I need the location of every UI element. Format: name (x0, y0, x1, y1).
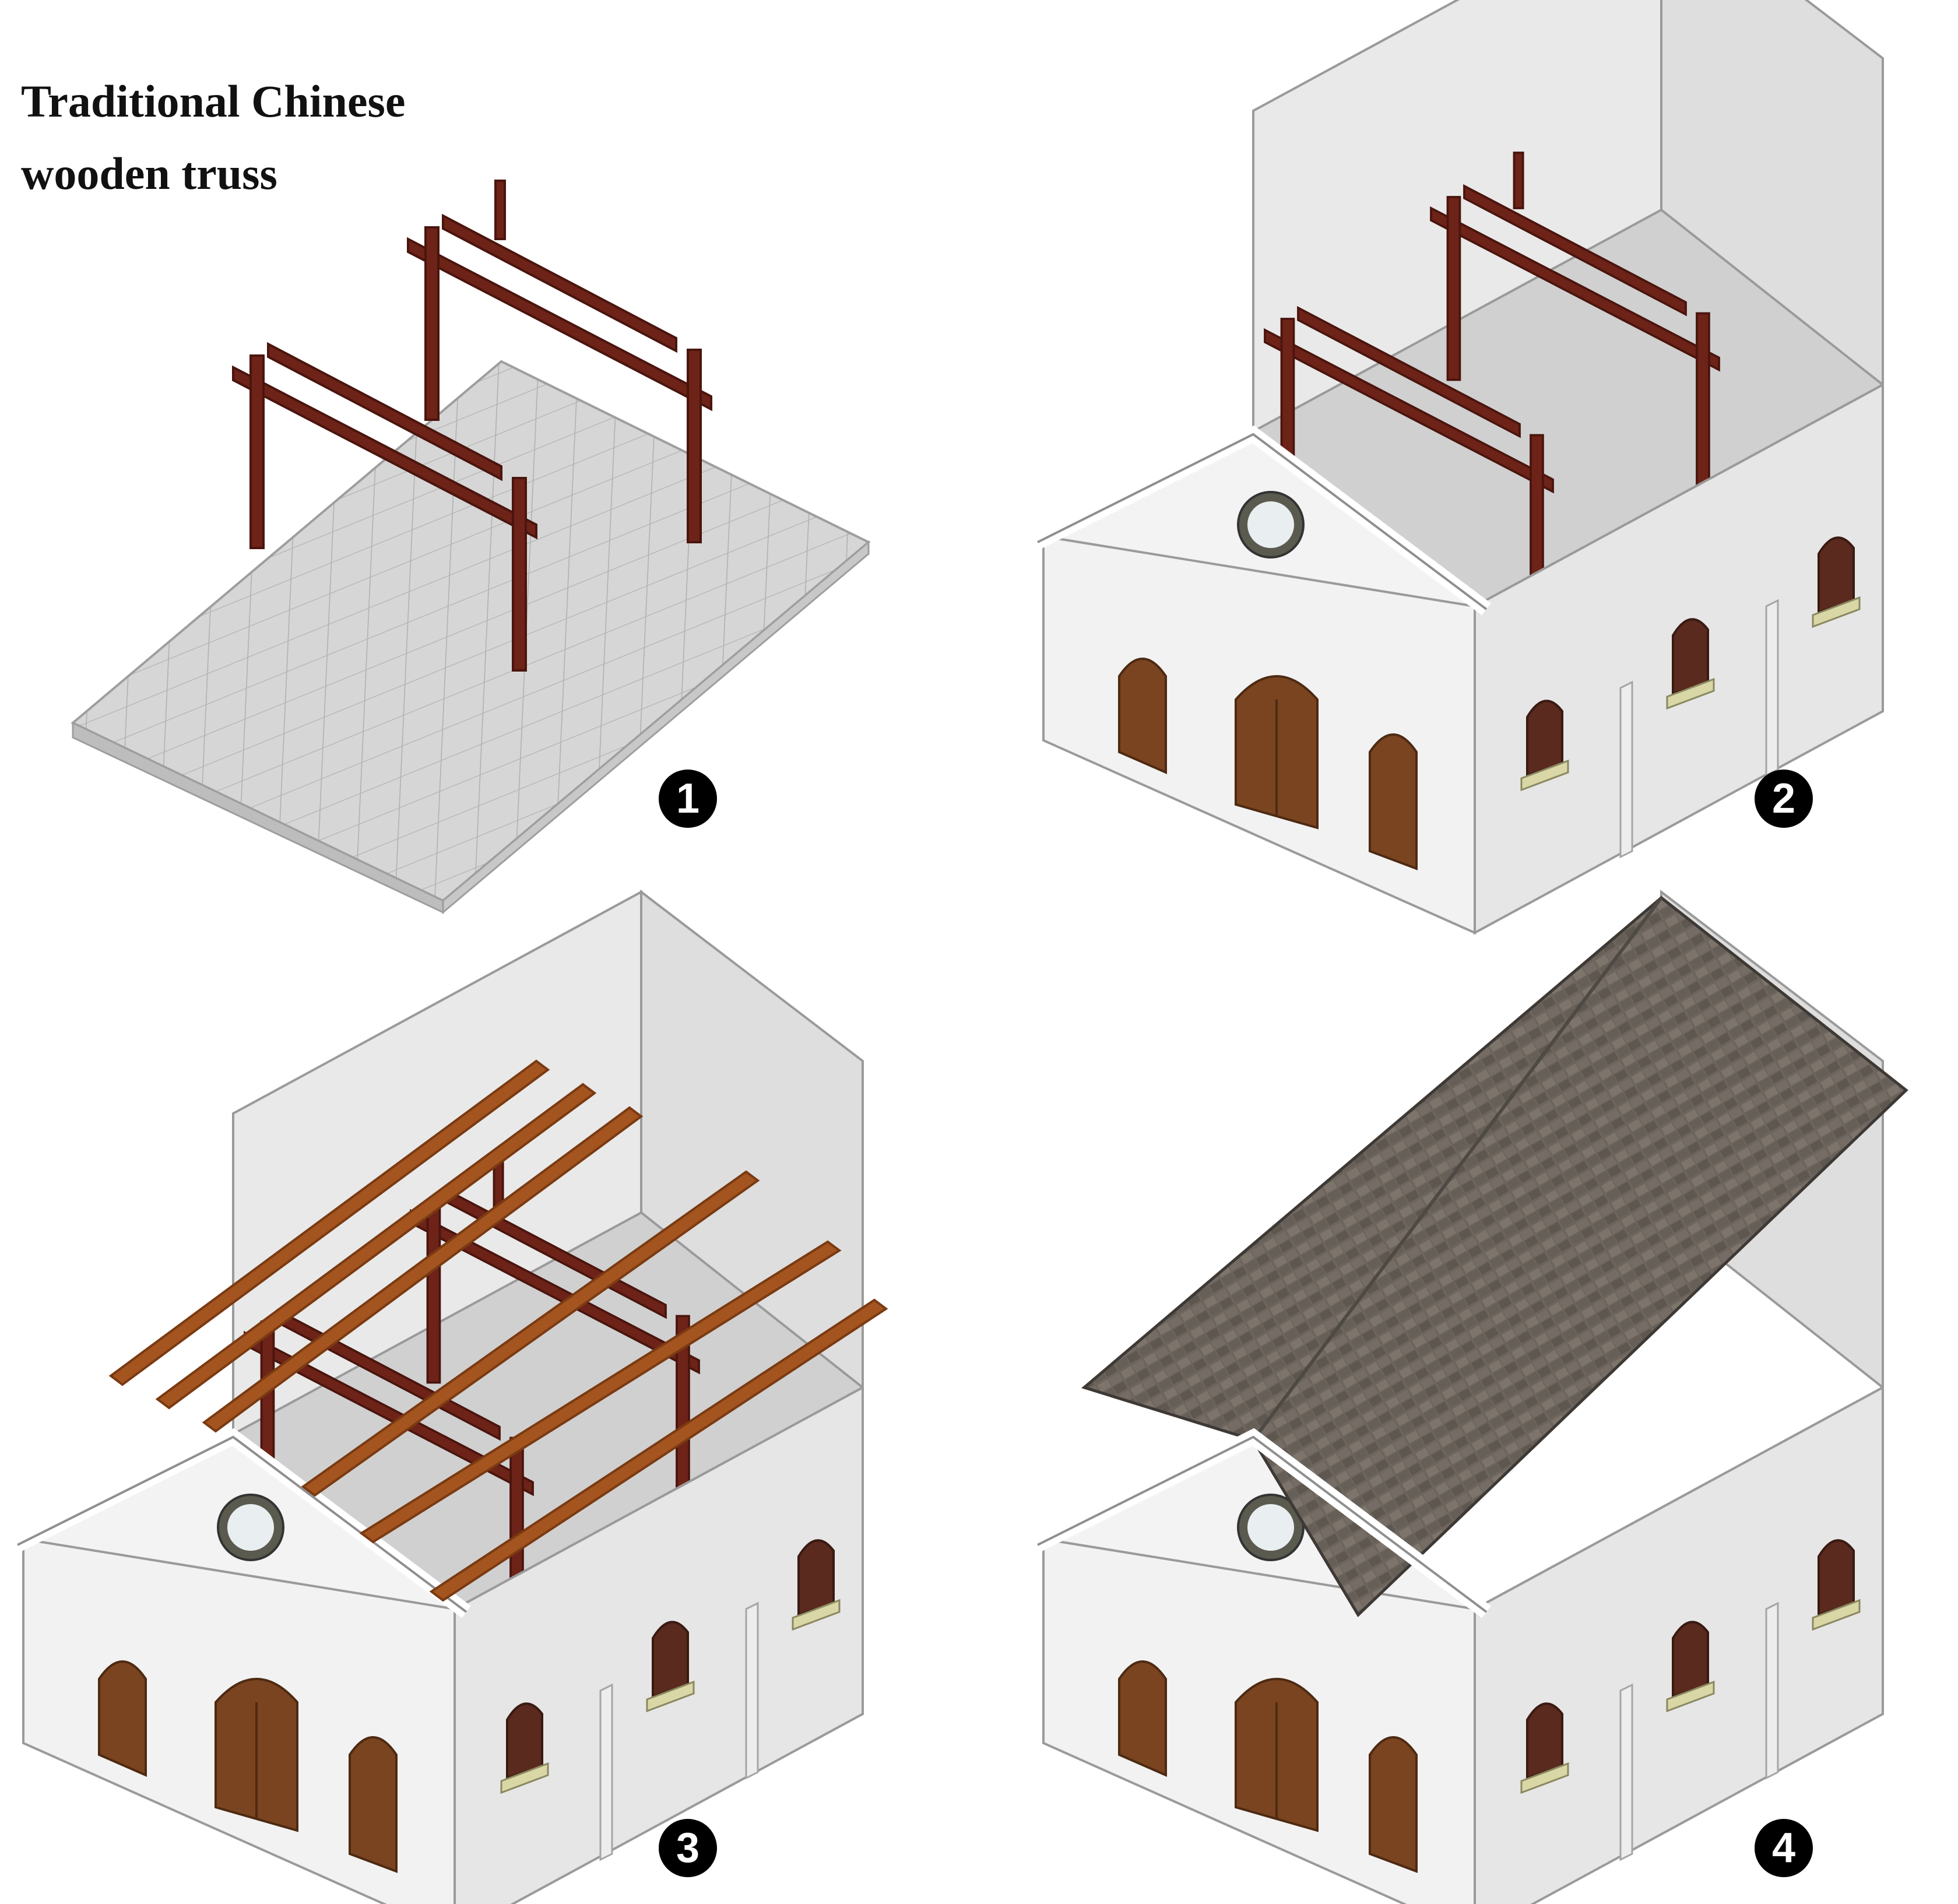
step-2-badge: 2 (1755, 770, 1813, 828)
tiled-floor-slab (71, 360, 871, 915)
tiled-roof (1081, 895, 1908, 1617)
panel-1-truss-frame (71, 180, 871, 915)
panel-3-purlins (17, 889, 888, 1904)
step-3-badge: 3 (659, 1819, 717, 1877)
step-1-badge: 1 (659, 770, 717, 828)
step-4-badge: 4 (1755, 1819, 1813, 1877)
panel-4-completed-roof (1038, 889, 1908, 1904)
interior-floor (1253, 210, 1883, 606)
panel-2-walls-with-truss (1038, 0, 1883, 933)
diagram-title-line1: Traditional Chinese (21, 76, 405, 127)
purlins (108, 1059, 888, 1602)
diagram-title-line2: wooden truss (21, 148, 277, 199)
